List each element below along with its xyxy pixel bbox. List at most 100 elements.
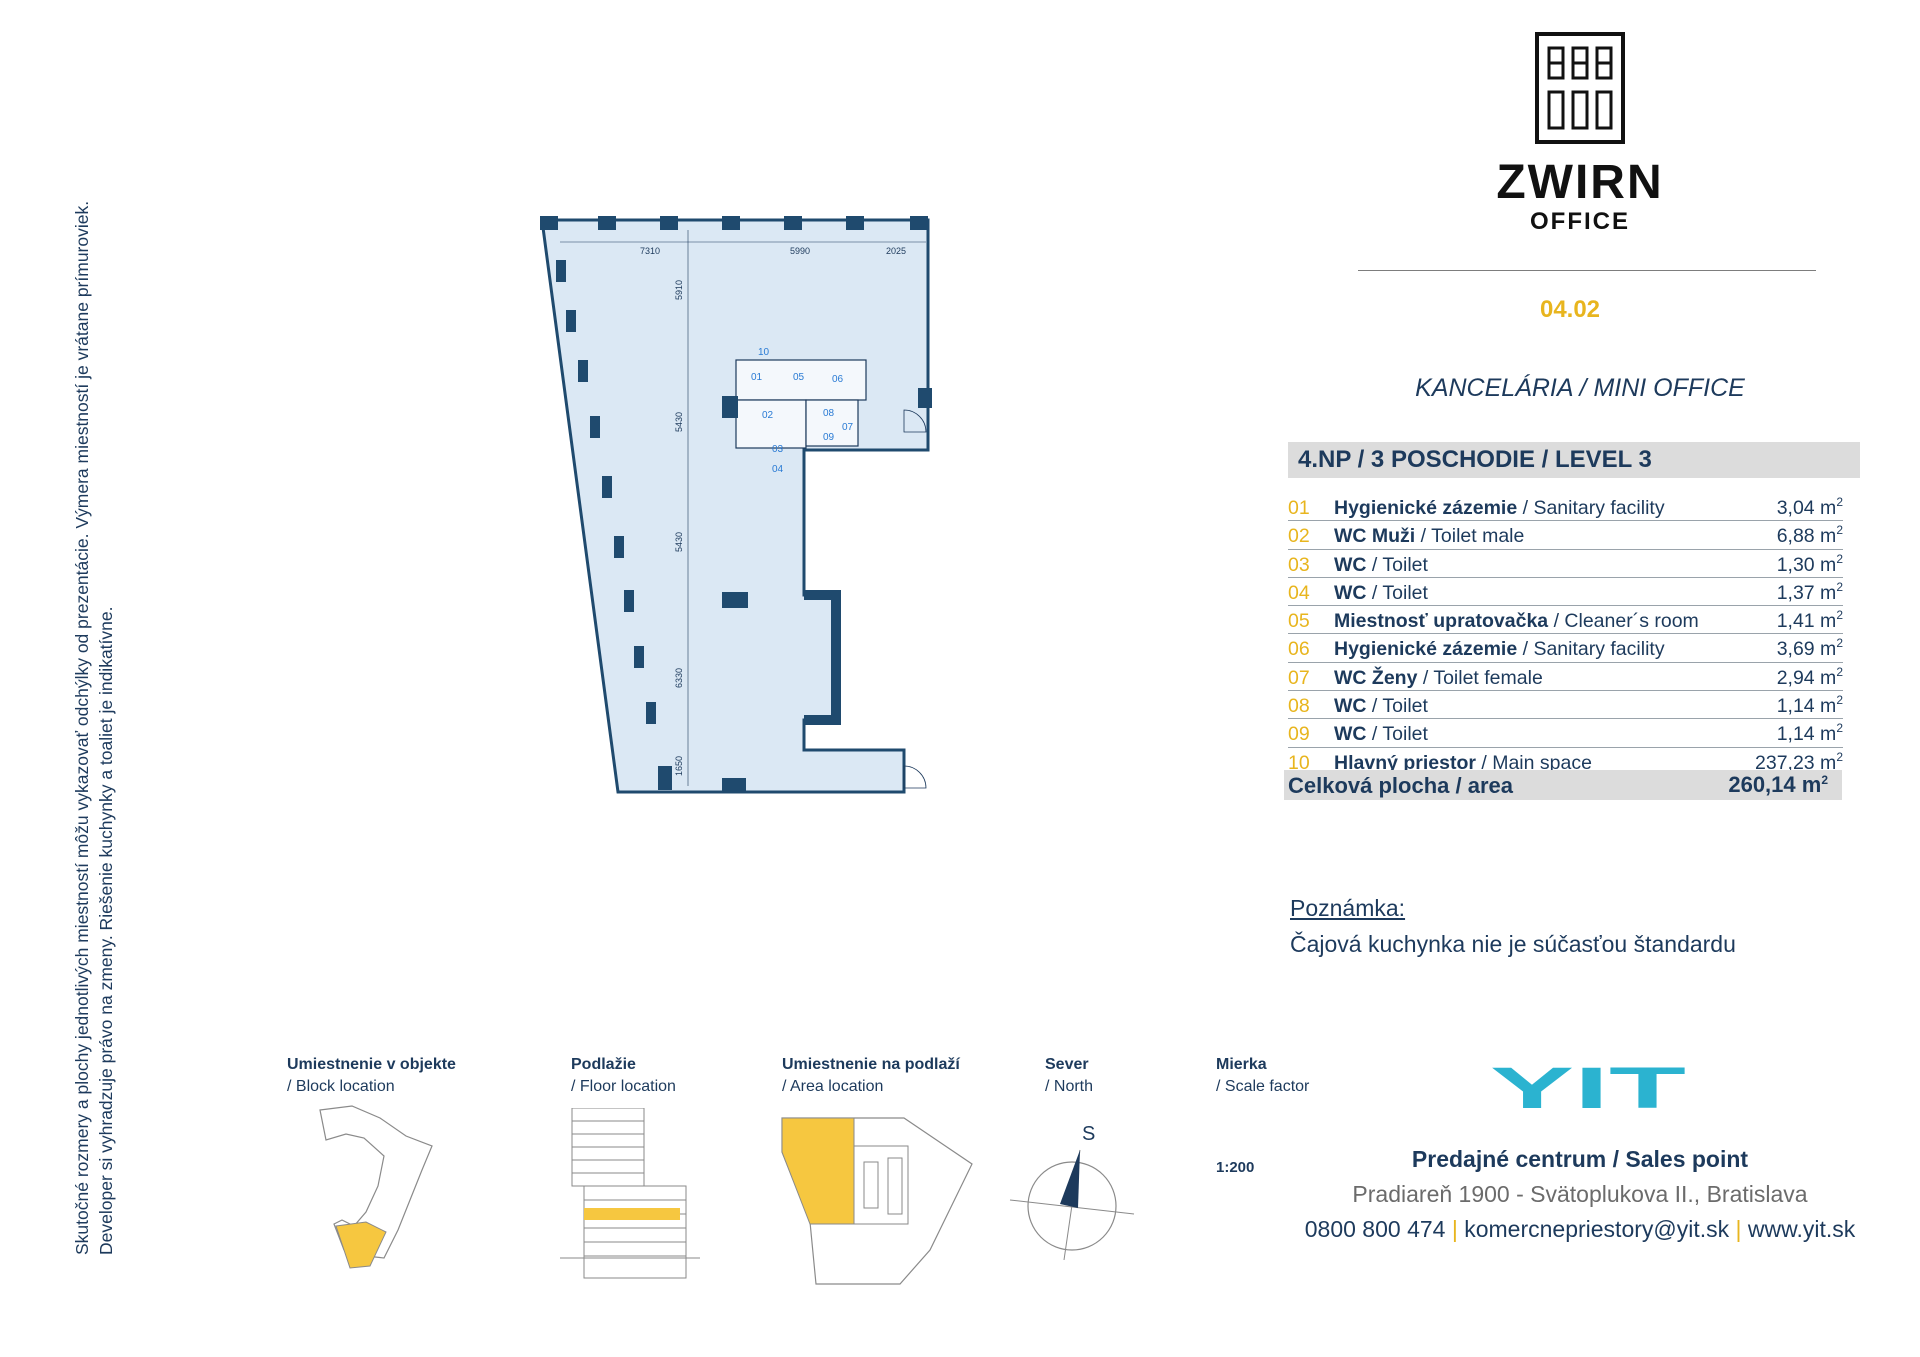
room-number: 07 bbox=[1288, 666, 1310, 689]
dimension-lines bbox=[560, 230, 926, 786]
disclaimer-line-1: Skutočné rozmery a plochy jednotlivých m… bbox=[72, 200, 92, 1255]
room-name: WC / Toilet bbox=[1334, 553, 1428, 576]
sanitary-block bbox=[735, 359, 867, 449]
zwirn-logo: ZWIRN OFFICE bbox=[1470, 30, 1690, 235]
room-row: 07 WC Ženy / Toilet female 2,94 m2 bbox=[1288, 663, 1843, 692]
level-title: 4.NP / 3 POSCHODIE / LEVEL 3 bbox=[1298, 446, 1652, 473]
room-name: WC / Toilet bbox=[1334, 723, 1428, 746]
north-letter: S bbox=[1082, 1123, 1095, 1145]
room-area: 1,14 m2 bbox=[1776, 693, 1843, 718]
room-name: Hygienické zázemie / Sanitary facility bbox=[1334, 638, 1665, 661]
room-number: 06 bbox=[1288, 638, 1310, 661]
sales-title: Predajné centrum / Sales point bbox=[1411, 1146, 1749, 1172]
room-label-02: 02 bbox=[762, 410, 774, 421]
disclaimer-text: Skutočné rozmery a plochy jednotlivých m… bbox=[70, 135, 130, 1255]
dim-1: 7310 bbox=[640, 246, 660, 256]
block-location-map bbox=[319, 1105, 433, 1269]
room-row: 06 Hygienické zázemie / Sanitary facility… bbox=[1288, 634, 1843, 663]
floor-title: Podlažie bbox=[571, 1056, 636, 1073]
north-compass-icon: S bbox=[1009, 1123, 1135, 1260]
dim-5: 5430 bbox=[674, 412, 684, 432]
room-area: 3,69 m2 bbox=[1776, 636, 1843, 661]
room-name: Hlavný priestor / Main space bbox=[1334, 751, 1592, 774]
room-name: WC / Toilet bbox=[1334, 581, 1428, 604]
room-area: 1,41 m2 bbox=[1776, 608, 1843, 633]
room-label-05: 05 bbox=[793, 372, 805, 383]
north-sub: / North bbox=[1045, 1078, 1094, 1095]
room-number: 02 bbox=[1288, 525, 1310, 548]
room-area: 6,88 m2 bbox=[1776, 523, 1843, 548]
room-number: 09 bbox=[1288, 723, 1310, 746]
room-row: 03 WC / Toilet 1,30 m2 bbox=[1288, 550, 1843, 578]
separator: | bbox=[1451, 1216, 1458, 1242]
room-row: 08 WC / Toilet 1,14 m2 bbox=[1288, 691, 1843, 720]
room-label-08: 08 bbox=[823, 408, 835, 419]
unit-type: KANCELÁRIA / MINI OFFICE bbox=[1415, 374, 1745, 402]
note-title: Poznámka: bbox=[1290, 895, 1406, 921]
room-label-09: 09 bbox=[823, 432, 835, 443]
block-title: Umiestnenie v objekte bbox=[287, 1056, 456, 1073]
logo-name: ZWIRN bbox=[1496, 156, 1664, 209]
dim-4: 5910 bbox=[674, 280, 684, 300]
scale-title: Mierka bbox=[1216, 1056, 1267, 1073]
room-number: 08 bbox=[1288, 695, 1310, 718]
room-row: 10 Hlavný priestor / Main space 237,23 m2 bbox=[1288, 748, 1843, 775]
floor-plan: 7310 5990 2025 5910 5430 5430 6330 1650 … bbox=[540, 216, 932, 794]
block-sub: / Block location bbox=[287, 1078, 395, 1095]
building-icon bbox=[1535, 32, 1625, 144]
room-name: Miestnosť upratovačka / Cleaner´s room bbox=[1334, 610, 1699, 633]
scale-value: 1:200 bbox=[1216, 1159, 1255, 1176]
area-sub: / Area location bbox=[782, 1078, 884, 1095]
room-label-03: 03 bbox=[772, 444, 784, 455]
room-name: WC / Toilet bbox=[1334, 695, 1428, 718]
room-row: 05 Miestnosť upratovačka / Cleaner´s room… bbox=[1288, 606, 1843, 635]
dim-6: 5430 bbox=[674, 532, 684, 552]
room-area: 237,23 m2 bbox=[1755, 749, 1843, 774]
email-link[interactable]: komercnepriestory@yit.sk bbox=[1464, 1216, 1730, 1242]
scale-sub: / Scale factor bbox=[1216, 1078, 1310, 1095]
dim-3: 2025 bbox=[886, 246, 906, 256]
top-windows bbox=[540, 216, 928, 230]
yit-logo: YIT bbox=[1490, 1058, 1686, 1114]
logo-sub: OFFICE bbox=[1530, 208, 1630, 235]
room-number: 10 bbox=[1288, 751, 1310, 774]
room-name: WC Ženy / Toilet female bbox=[1334, 666, 1543, 689]
side-windows bbox=[556, 260, 672, 790]
phone-number[interactable]: 0800 800 474 bbox=[1304, 1216, 1446, 1242]
doors bbox=[903, 409, 927, 789]
room-row: 09 WC / Toilet 1,14 m2 bbox=[1288, 719, 1843, 748]
room-number: 05 bbox=[1288, 610, 1310, 633]
web-link[interactable]: www.yit.sk bbox=[1747, 1216, 1856, 1242]
north-title: Sever bbox=[1045, 1056, 1089, 1073]
room-label-01: 01 bbox=[751, 372, 763, 383]
divider bbox=[1358, 270, 1816, 271]
total-area-row: Celková plocha / area 260,14 m2 bbox=[1284, 770, 1842, 800]
room-number: 03 bbox=[1288, 553, 1310, 576]
floor-sub: / Floor location bbox=[571, 1078, 676, 1095]
room-area: 1,30 m2 bbox=[1776, 551, 1843, 576]
room-area: 2,94 m2 bbox=[1776, 664, 1843, 689]
level-bar bbox=[1288, 442, 1860, 478]
unit-code: 04.02 bbox=[1539, 296, 1601, 323]
room-label-07: 07 bbox=[842, 422, 854, 433]
room-number: 04 bbox=[1288, 581, 1310, 604]
dim-2: 5990 bbox=[790, 246, 810, 256]
sales-contact: 0800 800 474 | komercnepriestory@yit.sk … bbox=[1260, 1216, 1900, 1243]
area-location-map bbox=[781, 1117, 973, 1285]
note-text: Čajová kuchynka nie je súčasťou štandard… bbox=[1290, 931, 1736, 957]
yit-logo-text: YIT bbox=[1490, 1058, 1686, 1114]
room-name: Hygienické zázemie / Sanitary facility bbox=[1334, 497, 1665, 519]
room-label-10: 10 bbox=[758, 347, 770, 358]
room-label-04: 04 bbox=[772, 464, 784, 475]
sales-address: Pradiareň 1900 - Svätoplukova II., Brati… bbox=[1352, 1181, 1808, 1207]
dim-8: 1650 bbox=[674, 756, 684, 776]
room-number: 01 bbox=[1288, 497, 1310, 519]
room-area: 3,04 m2 bbox=[1776, 495, 1843, 519]
room-label-06: 06 bbox=[832, 374, 844, 385]
columns bbox=[722, 388, 932, 792]
total-area: 260,14 m2 bbox=[1728, 772, 1828, 797]
dim-7: 6330 bbox=[674, 668, 684, 688]
room-area: 1,14 m2 bbox=[1776, 721, 1843, 746]
